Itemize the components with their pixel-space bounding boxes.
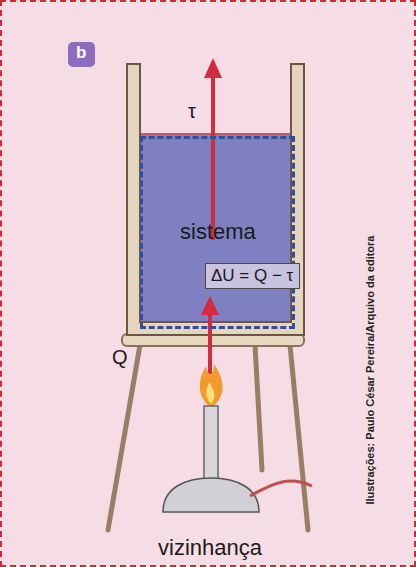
burner-base [163,478,259,512]
work-arrowhead [204,58,222,78]
water [140,134,291,323]
work-arrow [211,75,215,240]
node-label: vizinhança [158,535,262,561]
heat-arrowhead [201,296,219,315]
node-label: ΔU = Q − τ [211,266,293,286]
beaker [127,64,304,335]
flame [200,364,223,408]
credit-note: Ilustrações: Paulo César Pereira/Arquivo… [364,236,376,505]
flame-core [206,382,214,404]
heat-symbol: Q [112,346,128,369]
equation-box: ΔU = Q − τ [205,263,300,289]
water-surface [140,133,291,135]
gas-hose [250,481,312,496]
system-region: sistema ΔU = Q − τ [140,136,295,329]
burner-tube [204,406,218,484]
work-symbol: τ [188,100,196,123]
node-label: sistema [180,219,256,245]
tripod [108,345,308,530]
badge [68,42,95,67]
panel-letter: b [76,43,86,63]
